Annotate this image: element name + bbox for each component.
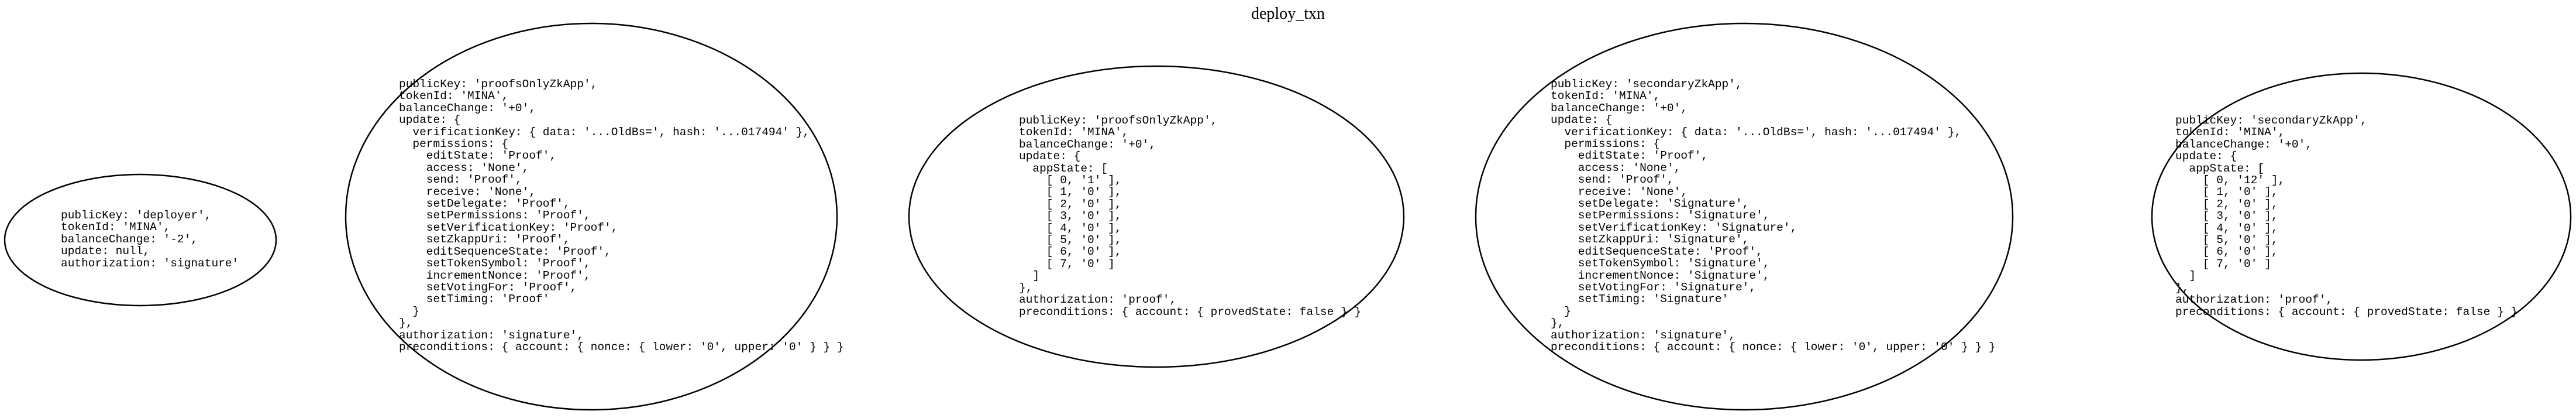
node-line: editSequenceState: 'Proof', — [1551, 245, 1763, 258]
node-line: setVotingFor: 'Signature', — [1551, 280, 1757, 294]
node-line: send: 'Proof', — [399, 173, 522, 187]
node-line: setTokenSymbol: 'Signature', — [1551, 257, 1770, 270]
node-label-proofsonly-appstate: publicKey: 'proofsOnlyZkApp', tokenId: '… — [1019, 115, 1361, 318]
node-line: [ 4, '0' ], — [1019, 221, 1122, 235]
node-line: setDelegate: 'Proof', — [399, 197, 570, 211]
node-line: [ 3, '0' ], — [1019, 210, 1122, 223]
node-line: tokenId: 'MINA', — [1551, 90, 1661, 103]
graph-title: deploy_txn — [1251, 5, 1325, 23]
node-line: permissions: { — [399, 138, 509, 151]
node-label-proofsonly-permissions: publicKey: 'proofsOnlyZkApp', tokenId: '… — [399, 78, 844, 353]
node-line: editState: 'Proof', — [1551, 149, 1709, 163]
node-line: update: { — [399, 114, 461, 127]
node-line: access: 'None', — [399, 161, 529, 174]
node-line: appState: [ — [2175, 162, 2265, 175]
node-line: preconditions: { account: { nonce: { low… — [399, 340, 844, 354]
node-line: [ 1, '0' ], — [1019, 186, 1122, 199]
node-line: preconditions: { account: { provedState:… — [1019, 305, 1362, 318]
node-line: update: null, — [61, 245, 150, 258]
node-line: balanceChange: '+0', — [2175, 138, 2313, 151]
node-line: [ 2, '0' ], — [1019, 197, 1122, 211]
node-line: setVerificationKey: 'Proof', — [399, 221, 618, 234]
node-line: [ 6, '0' ], — [2175, 245, 2278, 259]
node-line: balanceChange: '+0', — [1019, 138, 1156, 151]
node-line: update: { — [1019, 150, 1081, 163]
node-line: [ 4, '0' ], — [2175, 221, 2278, 235]
node-line: receive: 'None', — [399, 185, 536, 198]
node-line: tokenId: 'MINA', — [399, 90, 509, 103]
node-line: permissions: { — [1551, 138, 1661, 151]
node-line: }, — [2175, 281, 2189, 294]
node-line: ] — [2175, 269, 2196, 283]
node-ellipse-proofsonly-appstate — [908, 65, 1405, 368]
node-line: tokenId: 'MINA', — [2175, 126, 2285, 139]
node-line: send: 'Proof', — [1551, 173, 1674, 187]
node-line: setTokenSymbol: 'Proof', — [399, 257, 591, 270]
node-line: authorization: 'signature' — [61, 256, 239, 270]
node-line: editSequenceState: 'Proof', — [399, 245, 611, 258]
node-line: setTiming: 'Proof' — [399, 293, 550, 306]
node-line: [ 7, '0' ] — [2175, 257, 2271, 270]
node-line: editState: 'Proof', — [399, 149, 557, 163]
node-line: incrementNonce: 'Proof', — [399, 269, 591, 282]
node-line: }, — [399, 317, 413, 330]
node-line: [ 2, '0' ], — [2175, 197, 2278, 211]
node-line: [ 5, '0' ], — [2175, 234, 2278, 247]
node-line: receive: 'None', — [1551, 185, 1688, 198]
node-line: setZkappUri: 'Signature', — [1551, 233, 1750, 246]
node-label-secondary-appstate: publicKey: 'secondaryZkApp', tokenId: 'M… — [2175, 115, 2518, 318]
node-line: } — [1551, 304, 1572, 318]
node-line: verificationKey: { data: '...OldBs=', ha… — [399, 125, 810, 139]
node-line: verificationKey: { data: '...OldBs=', ha… — [1551, 125, 1962, 139]
node-line: publicKey: 'secondaryZkApp', — [2175, 114, 2367, 127]
node-line: }, — [1551, 317, 1565, 330]
node-line: setVotingFor: 'Proof', — [399, 280, 577, 294]
node-line: ] — [1019, 269, 1040, 283]
node-line: tokenId: 'MINA', — [61, 221, 171, 234]
node-line: } — [399, 304, 420, 318]
node-ellipse-secondary-permissions — [1475, 22, 2014, 411]
node-ellipse-secondary-appstate — [2151, 72, 2572, 361]
node-line: preconditions: { account: { provedState:… — [2175, 305, 2518, 318]
node-line: [ 6, '0' ], — [1019, 245, 1122, 259]
node-line: incrementNonce: 'Signature', — [1551, 269, 1770, 282]
node-line: balanceChange: '-2', — [61, 232, 198, 246]
node-line: appState: [ — [1019, 162, 1108, 175]
node-line: tokenId: 'MINA', — [1019, 126, 1129, 139]
node-line: publicKey: 'secondaryZkApp', — [1551, 78, 1742, 91]
node-ellipse-deployer — [4, 173, 277, 307]
node-line: [ 3, '0' ], — [2175, 210, 2278, 223]
node-ellipse-proofsonly-permissions — [345, 22, 838, 411]
node-line: setPermissions: 'Proof', — [399, 209, 591, 222]
node-line: authorization: 'proof', — [1019, 293, 1177, 307]
node-line: setVerificationKey: 'Signature', — [1551, 221, 1797, 234]
node-line: setDelegate: 'Signature', — [1551, 197, 1750, 211]
node-line: setZkappUri: 'Proof', — [399, 233, 570, 246]
node-line: publicKey: 'deployer', — [61, 209, 212, 222]
node-line: balanceChange: '+0', — [399, 101, 536, 115]
node-line: [ 7, '0' ] — [1019, 257, 1115, 270]
node-label-deployer: publicKey: 'deployer', tokenId: 'MINA', … — [61, 210, 239, 269]
node-line: access: 'None', — [1551, 161, 1681, 174]
node-line: authorization: 'signature', — [399, 328, 584, 342]
node-line: update: { — [2175, 150, 2237, 163]
node-line: setTiming: 'Signature' — [1551, 293, 1729, 306]
node-line: update: { — [1551, 114, 1613, 127]
node-line: preconditions: { account: { nonce: { low… — [1551, 340, 1996, 354]
node-line: setPermissions: 'Signature', — [1551, 209, 1770, 222]
node-line: authorization: 'proof', — [2175, 293, 2333, 307]
node-line: balanceChange: '+0', — [1551, 101, 1688, 115]
node-line: [ 5, '0' ], — [1019, 234, 1122, 247]
node-line: [ 0, '12' ], — [2175, 174, 2285, 187]
node-line: publicKey: 'proofsOnlyZkApp', — [1019, 114, 1218, 127]
node-line: authorization: 'signature', — [1551, 328, 1735, 342]
node-label-secondary-permissions: publicKey: 'secondaryZkApp', tokenId: 'M… — [1551, 78, 1996, 353]
node-line: publicKey: 'proofsOnlyZkApp', — [399, 78, 598, 91]
node-line: [ 0, '1' ], — [1019, 174, 1122, 187]
node-line: [ 1, '0' ], — [2175, 186, 2278, 199]
node-line: }, — [1019, 281, 1033, 294]
